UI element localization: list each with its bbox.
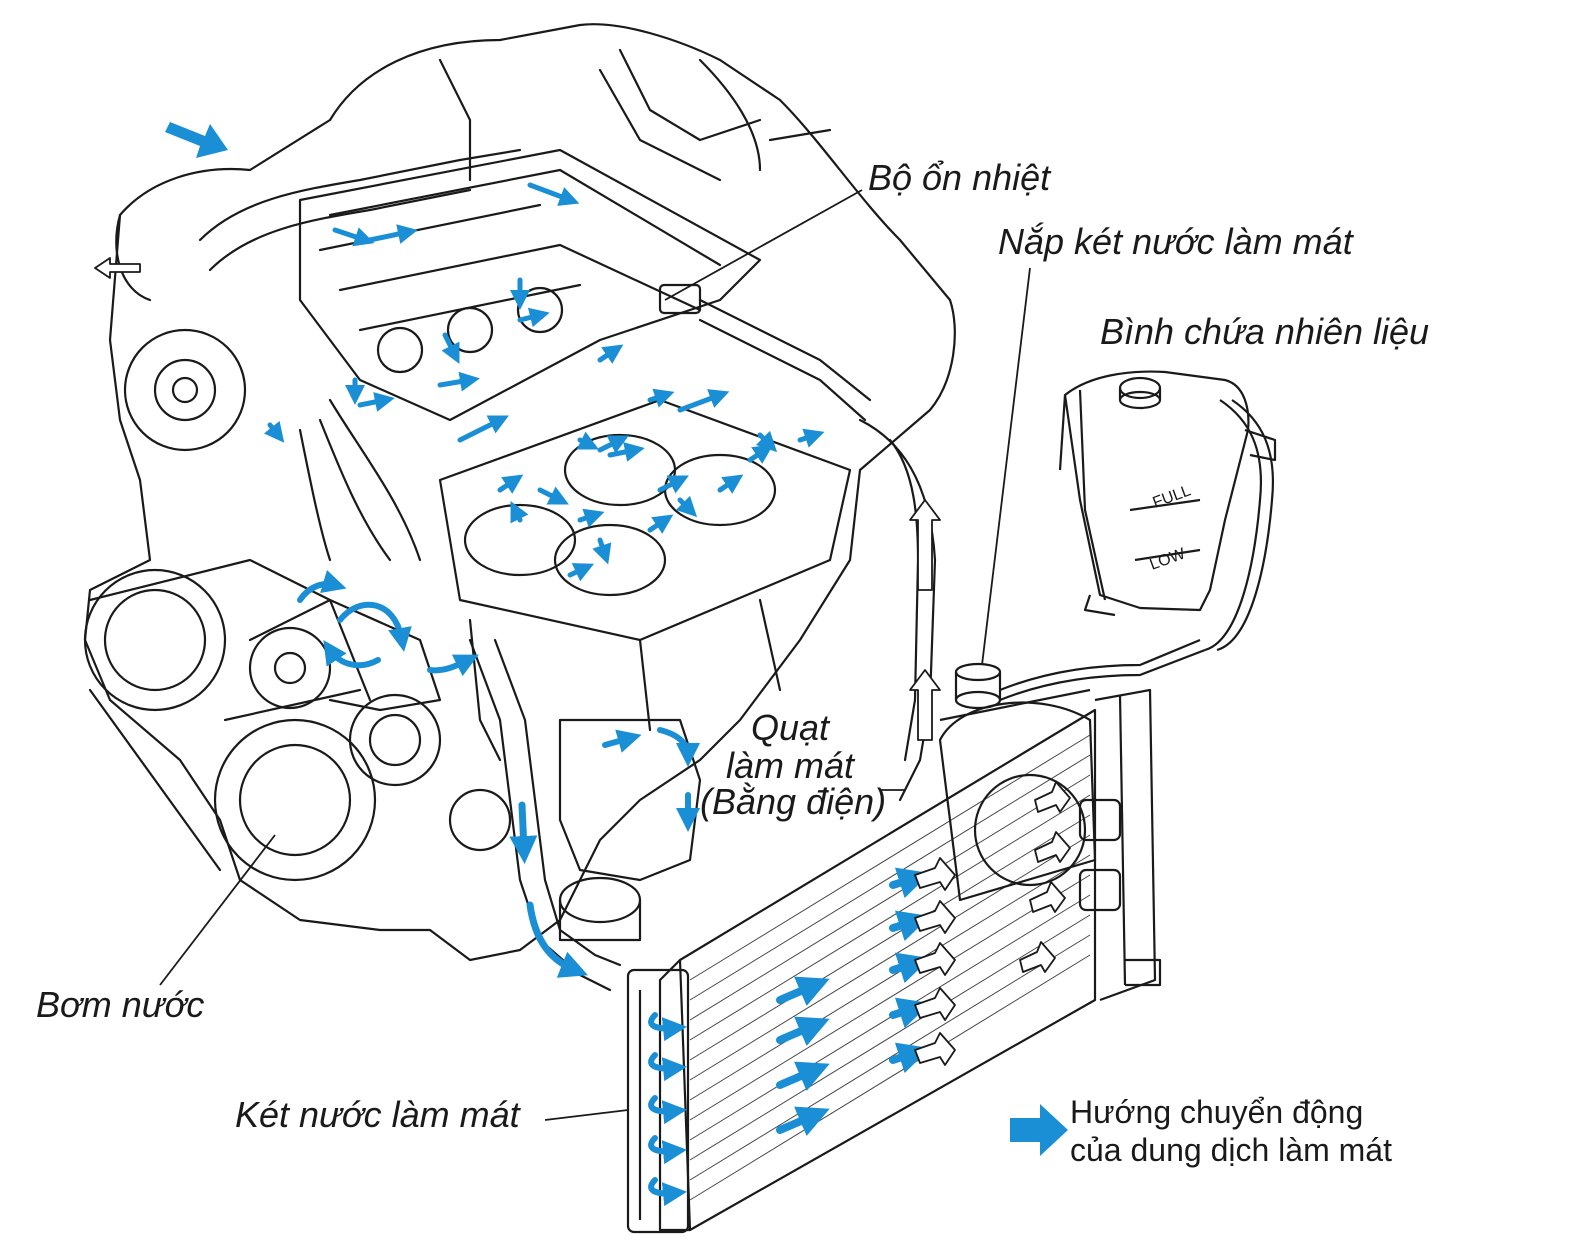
leader-thermostat [664,189,863,301]
label-radiator-cap: Nắp két nước làm mát [998,221,1353,262]
label-fan-line2: làm mát [725,745,855,786]
radiator [626,638,1206,1234]
label-water-pump: Bơm nước [36,984,205,1025]
legend-line2: của dung dịch làm mát [1070,1132,1392,1168]
label-radiator: Két nước làm mát [235,1094,520,1135]
legend-line1: Hướng chuyển động [1070,1094,1364,1130]
coolant-reservoir [1058,370,1277,652]
flow-arrow-inlet [165,122,228,158]
label-thermostat: Bộ ổn nhiệt [868,157,1051,198]
legend-arrow-icon [1010,1104,1068,1156]
coolant-flow-arrows [165,122,931,1207]
leader-radiator-cap [981,267,1031,666]
leader-water-pump [159,834,276,986]
label-fan-line1: Quạt [750,707,830,748]
tank-full-mark: FULL [1151,482,1194,511]
air-flow-arrows [94,257,1071,1066]
label-fan-line3: (Bằng điện) [700,781,887,822]
engine-block [83,23,956,992]
leader-radiator [544,1109,629,1121]
tank-low-mark: LOW [1148,545,1189,574]
label-coolant-reservoir: Bình chứa nhiên liệu [1100,311,1430,352]
leader-lines [159,189,1031,1121]
